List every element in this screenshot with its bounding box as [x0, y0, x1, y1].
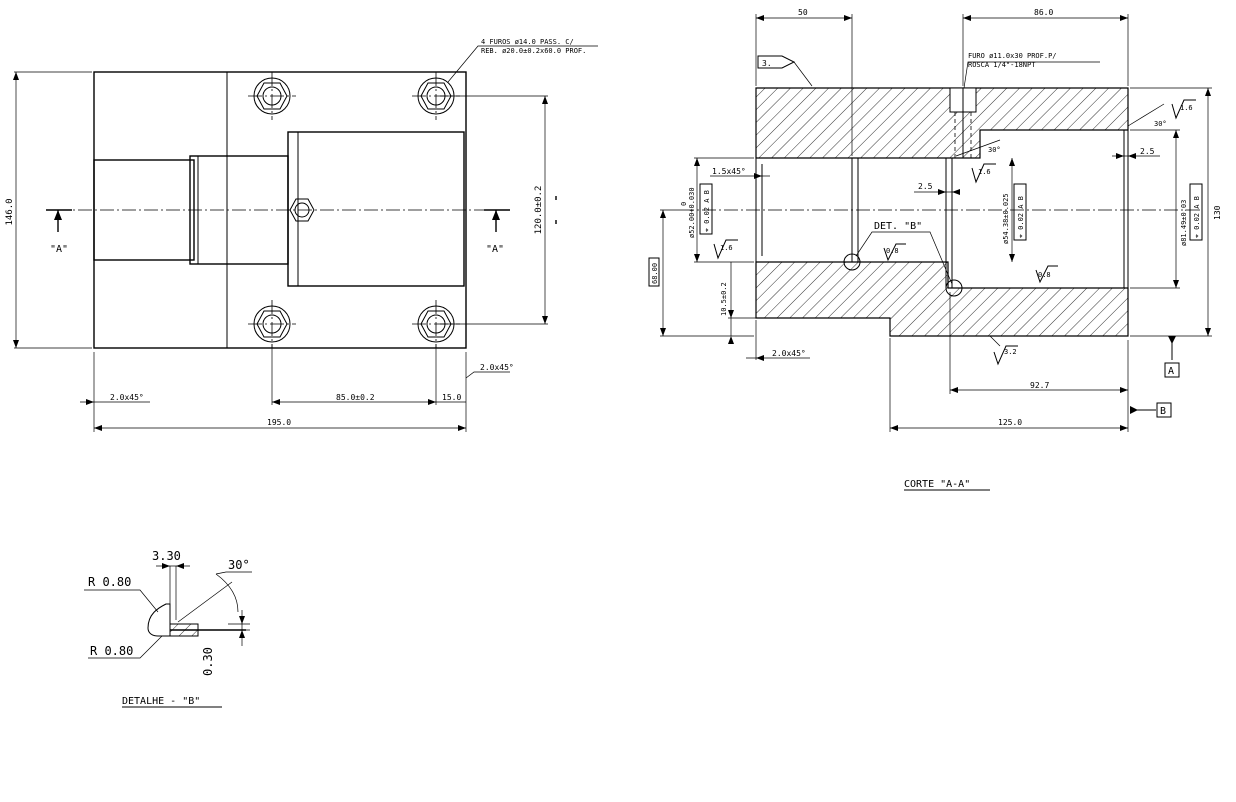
datum-a: A	[1168, 366, 1174, 377]
surface-symbol	[757, 55, 796, 69]
detail-b-label: DET. "B"	[874, 221, 922, 232]
detail-angle-30: 30°	[228, 558, 250, 572]
detail-groove	[147, 603, 171, 637]
bolt-hole-bl	[248, 300, 296, 348]
port-note-leader	[963, 61, 1100, 89]
dim-92-7: 92.7	[1030, 381, 1049, 390]
detail-view: 3.30 30° R 0.80 R 0.80 0.30 DETALHE - "B…	[84, 549, 252, 708]
detail-b-leader	[855, 231, 953, 285]
detail-dim-3-30: 3.30	[152, 549, 181, 563]
dim-bore-small: ø52.00+0.030	[688, 187, 696, 238]
hatch-lower	[755, 261, 1129, 337]
dim-top-left: 50	[798, 8, 808, 17]
dim-height: 146.0	[5, 198, 15, 225]
detail-radius-bottom: R 0.80	[90, 644, 133, 658]
detail-radius-top: R 0.80	[88, 575, 131, 589]
groove-circle-2	[945, 279, 963, 297]
dim-bore-small-tol: 0	[680, 202, 688, 206]
dim-68: 68.00	[651, 263, 659, 284]
port-note-line2: ROSCA 1/4"-18NPT	[968, 61, 1036, 69]
roughness-left: 1.6	[720, 244, 733, 252]
tol-frame-small: ⌖ 0.02 A B	[703, 190, 711, 232]
groove-circle-1	[843, 253, 861, 271]
roughness-bore: 0.8	[1038, 271, 1051, 279]
front-view: 4 FUROS ø14.0 PASS. C/ REB. ø20.0±0.2x60…	[5, 38, 598, 432]
section-view: DET. "B" 50 86.0 FURO ø11.0x30 PROF.P/ R…	[648, 8, 1222, 491]
roughness-bottom: 3.2	[1004, 348, 1017, 356]
svg-text:3.: 3.	[762, 59, 772, 68]
bolt-hole-tl	[248, 72, 296, 120]
dim-chamfer-right: 2.0x45°	[480, 363, 514, 372]
datum-b-box	[1156, 402, 1172, 418]
holes-note-leader	[447, 45, 598, 83]
dim-top-right: 86.0	[1034, 8, 1053, 17]
dim-10-5: 10.5±0.2	[720, 282, 728, 316]
tol-frame-mid: ⌖ 0.02 A B	[1017, 196, 1025, 238]
dim-2-5-right: 2.5	[1140, 147, 1155, 156]
dim-bolt-spacing-v: 120.0±0.2	[534, 186, 544, 235]
port-note-line1: FURO ø11.0x30 PROF.P/	[968, 52, 1057, 60]
dim-length: 195.0	[267, 418, 291, 427]
holes-note-line1: 4 FUROS ø14.0 PASS. C/	[481, 38, 574, 46]
dim-bore-large: ø81.49±0.03	[1180, 200, 1188, 246]
dim-chamfer-bottom: 2.0x45°	[772, 349, 806, 358]
dim-bore-mid: ø54.38±0.025	[1002, 193, 1010, 244]
dim-edge: 15.0	[442, 393, 461, 402]
detail-title: DETALHE - "B"	[122, 696, 200, 707]
dim-125: 125.0	[998, 418, 1022, 427]
hatch-upper	[755, 87, 1129, 159]
angle-30: 30°	[1154, 120, 1167, 128]
roughness-groove: 0.8	[886, 247, 899, 255]
boss-body	[287, 131, 465, 287]
tol-frame-large: ⌖ 0.02 A B	[1193, 196, 1201, 238]
svg-text:"A": "A"	[486, 244, 504, 255]
datum-b: B	[1160, 406, 1166, 417]
dim-chamfer-inner: 1.5x45°	[712, 167, 746, 176]
dim-2-5-left: 2.5	[918, 182, 933, 191]
section-mark-left: "A"	[46, 209, 72, 255]
roughness-right: 1.6	[1180, 104, 1193, 112]
section-mark-right: "A"	[484, 209, 510, 255]
dim-bolt-spacing-h: 85.0±0.2	[336, 393, 375, 402]
holes-note-line2: REB. ø20.0±0.2x60.0 PROF.	[481, 47, 586, 55]
roughness-inner: 1.6	[978, 168, 991, 176]
dim-chamfer-left: 2.0x45°	[110, 393, 144, 402]
angle-30-inner: 30°	[988, 146, 1001, 154]
detail-dim-0-30: 0.30	[201, 647, 215, 676]
datum-a-box	[1164, 362, 1180, 378]
svg-text:"A": "A"	[50, 244, 68, 255]
dim-130: 130	[1213, 205, 1222, 220]
port-hex	[289, 198, 315, 222]
section-title: CORTE "A-A"	[904, 479, 970, 490]
